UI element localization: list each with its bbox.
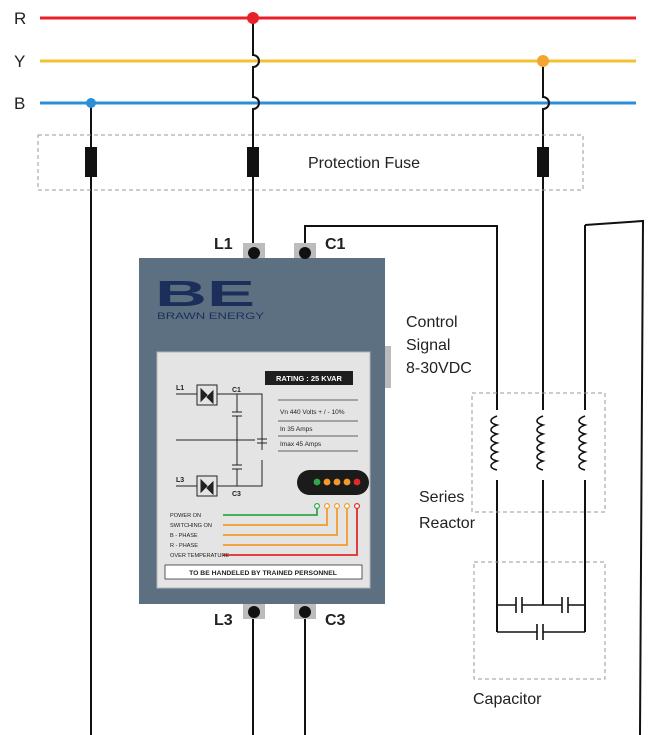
indicator-label-power: POWER ON xyxy=(170,513,201,519)
warning-text: TO BE HANDELED BY TRAINED PERSONNEL xyxy=(189,570,337,577)
led-power xyxy=(313,478,321,486)
reactor-box xyxy=(471,392,606,513)
junction-y xyxy=(537,55,549,67)
capacitor-bank xyxy=(497,597,585,640)
fuse-b xyxy=(85,147,97,177)
phase-r-label: R xyxy=(14,9,26,28)
rating-badge xyxy=(265,371,353,385)
spec-imax: Imax 45 Amps xyxy=(280,441,322,448)
reactor-label-line1: Series xyxy=(419,489,464,506)
capacitor-label: Capacitor xyxy=(473,691,542,708)
junction-r xyxy=(247,12,259,24)
junction-b xyxy=(86,98,96,108)
spec-in: In 35 Amps xyxy=(280,426,313,433)
reactor-coils xyxy=(490,415,588,471)
warning-bar xyxy=(164,564,363,580)
terminal-c3-dot xyxy=(299,606,311,618)
rating-text: RATING : 25 KVAR xyxy=(276,374,343,383)
terminal-c3-label: C3 xyxy=(325,612,346,629)
control-signal-line2: Signal xyxy=(406,337,450,354)
panel-label-c3: C3 xyxy=(232,491,241,498)
panel-label-l3: L3 xyxy=(176,477,184,484)
brand-name: BRAWN ENERGY xyxy=(157,311,264,321)
indicator-label-b-phase: B - PHASE xyxy=(170,533,198,539)
fuse-label: Protection Fuse xyxy=(308,155,420,172)
panel-label-l1: L1 xyxy=(176,385,184,392)
terminal-l3-dot xyxy=(248,606,260,618)
wire-r-feeder xyxy=(252,18,260,252)
led-switching xyxy=(323,478,331,486)
brand-logo: BE BRAWN ENERGY xyxy=(155,273,264,321)
control-signal-line1: Control xyxy=(406,314,458,331)
indicator-label-over-temp: OVER TEMPERATURE xyxy=(170,553,229,559)
fuse-r xyxy=(247,147,259,177)
led-r-phase xyxy=(343,478,351,486)
phase-lines: R Y B xyxy=(14,9,636,113)
control-signal-line3: 8-30VDC xyxy=(406,360,472,377)
wire-y-feeder xyxy=(542,61,550,605)
phase-y-label: Y xyxy=(14,52,25,71)
brand-logo-mark: BE xyxy=(155,273,255,314)
reactor-coil-2 xyxy=(536,415,546,471)
terminal-c1-label: C1 xyxy=(325,236,346,253)
led-strip xyxy=(297,470,369,495)
led-b-phase xyxy=(333,478,341,486)
panel-label-c1: C1 xyxy=(232,387,241,394)
indicator-endpoints xyxy=(314,503,361,510)
capacitor-box xyxy=(473,561,606,680)
wire-right-return xyxy=(584,219,645,735)
fuse-y xyxy=(537,147,549,177)
terminal-l1-label: L1 xyxy=(214,236,233,253)
reactor-label-line2: Reactor xyxy=(419,515,476,532)
terminal-c1-dot xyxy=(299,247,311,259)
led-over-temp xyxy=(353,478,361,486)
indicator-label-r-phase: R - PHASE xyxy=(170,543,198,549)
control-signal-port xyxy=(385,346,391,388)
feeder-wires xyxy=(90,18,645,735)
fuse-box xyxy=(37,134,584,191)
panel-schematic xyxy=(176,384,267,497)
phase-b-label: B xyxy=(14,94,25,113)
reactor-coil-3 xyxy=(578,415,588,471)
terminal-l1-dot xyxy=(248,247,260,259)
reactor-coil-1 xyxy=(490,415,500,471)
indicator-label-switching: SWITCHING ON xyxy=(170,523,212,529)
spec-table xyxy=(278,399,358,452)
spec-vn: Vn 440 Volts + / - 10% xyxy=(280,409,345,416)
terminal-l3-label: L3 xyxy=(214,612,233,629)
